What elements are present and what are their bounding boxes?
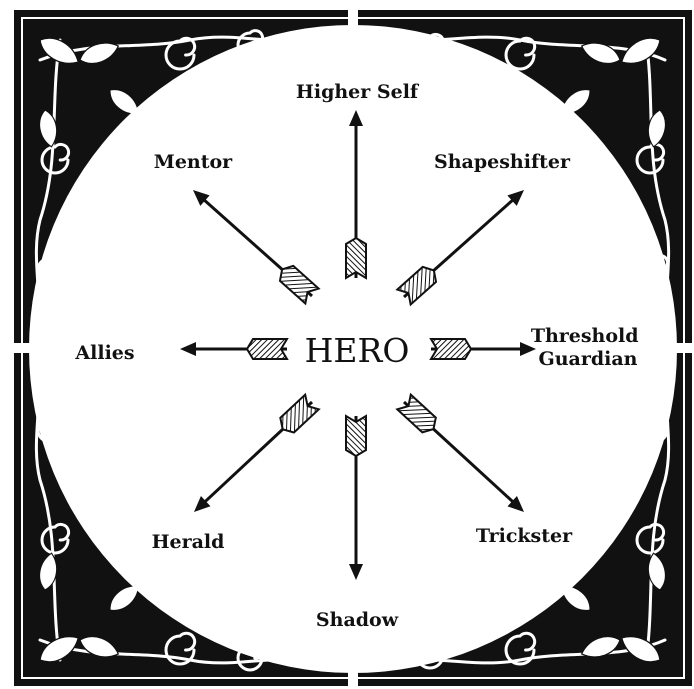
arrow-fletching: [247, 339, 287, 359]
arrow-fletching: [431, 339, 471, 359]
label-shadow: Shadow: [316, 609, 399, 631]
label-herald: Herald: [152, 531, 225, 553]
arrow-fletching: [346, 238, 366, 278]
label-threshold-line-2: Guardian: [539, 348, 638, 370]
hero-label: HERO: [305, 331, 410, 370]
label-trickster: Trickster: [476, 525, 573, 547]
label-threshold-line-1: Threshold: [531, 325, 639, 347]
arrow-fletching: [346, 416, 366, 456]
label-mentor: Mentor: [154, 151, 233, 173]
label-threshold-guardian: Threshold Guardian: [531, 325, 645, 370]
label-shapeshifter: Shapeshifter: [434, 151, 571, 173]
label-higher-self: Higher Self: [296, 81, 420, 103]
label-allies: Allies: [74, 342, 134, 364]
